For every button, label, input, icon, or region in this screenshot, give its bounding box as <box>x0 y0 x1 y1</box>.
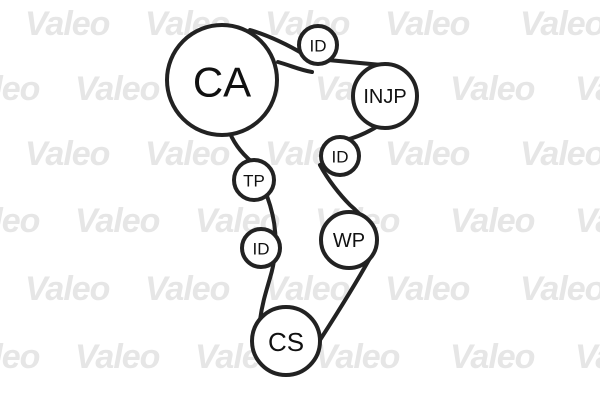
pulley-label-ca: CA <box>193 59 251 106</box>
watermark-logo-text: Valeo <box>265 270 350 308</box>
pulley-ca: CA <box>165 23 279 137</box>
pulley-label-tp: TP <box>243 172 265 191</box>
pulley-id-top: ID <box>297 24 339 66</box>
watermark-logo-text: Valeo <box>315 338 400 376</box>
watermark-logo-text: Valeo <box>25 270 110 308</box>
belt-segment-ca-id-lower <box>276 60 314 74</box>
pulley-label-wp: WP <box>333 230 365 252</box>
watermark-logo-text: Valeo <box>385 5 470 43</box>
watermark-logo-text: Valeo <box>450 70 535 108</box>
watermark-logo-text: Valeo <box>520 135 600 173</box>
watermark-logo-text: Valeo <box>575 202 600 240</box>
watermark-logo-text: Valeo <box>145 270 230 308</box>
pulley-id-low: ID <box>240 227 282 269</box>
watermark-logo-text: Valeo <box>0 70 40 108</box>
watermark-logo-text: Valeo <box>75 338 160 376</box>
watermark-logo-text: Valeo <box>385 270 470 308</box>
pulley-tp: TP <box>232 158 276 202</box>
watermark-logo-text: Valeo <box>0 202 40 240</box>
watermark-logo-text: Valeo <box>145 135 230 173</box>
pulley-label-cs: CS <box>268 327 304 357</box>
watermark-logo-text: Valeo <box>520 270 600 308</box>
pulley-wp: WP <box>319 210 379 270</box>
pulley-layer: CA ID INJP ID TP WP <box>165 23 419 377</box>
watermark-logo-text: Valeo <box>575 70 600 108</box>
pulley-label-id-top: ID <box>310 37 327 56</box>
belt-segment-wp-cs <box>318 256 372 342</box>
pulley-label-id-low: ID <box>253 240 270 259</box>
watermark-logo-text: Valeo <box>575 338 600 376</box>
watermark-logo-text: Valeo <box>450 338 535 376</box>
watermark-logo-text: Valeo <box>25 5 110 43</box>
watermark-logo-text: Valeo <box>0 338 40 376</box>
pulley-label-injp: INJP <box>363 86 406 108</box>
watermark-logo-text: Valeo <box>25 135 110 173</box>
watermark-logo-text: Valeo <box>75 70 160 108</box>
pulley-cs: CS <box>250 305 322 377</box>
watermark-logo-text: Valeo <box>450 202 535 240</box>
pulley-label-id-mid: ID <box>332 148 349 167</box>
watermark-logo-text: Valeo <box>520 5 600 43</box>
watermark-logo-text: Valeo <box>385 135 470 173</box>
belt-segment-tp-cs <box>258 194 278 322</box>
pulley-injp: INJP <box>351 62 419 130</box>
watermark-logo-text: Valeo <box>75 202 160 240</box>
pulley-id-mid: ID <box>319 135 361 177</box>
